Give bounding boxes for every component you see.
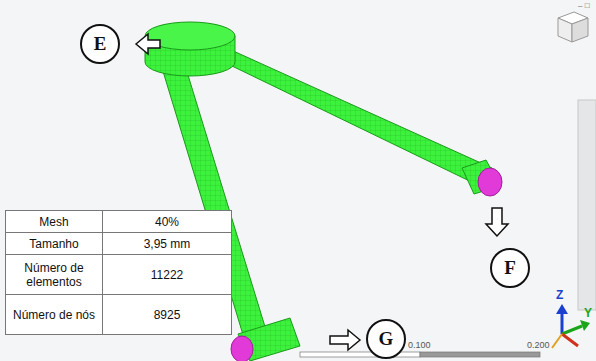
mesh-table: Mesh40%Tamanho3,95 mmNúmero de elementos… xyxy=(5,210,232,335)
axis-label: Z xyxy=(556,288,563,302)
callout-circle: F xyxy=(490,248,530,288)
hub-cylinder xyxy=(145,22,235,76)
callout-arrow xyxy=(136,34,160,54)
table-cell: 11222 xyxy=(103,255,232,295)
axis-label: Y xyxy=(584,306,592,320)
callout-letter: F xyxy=(504,257,516,279)
callout-circle: G xyxy=(366,319,406,359)
upper-arm xyxy=(220,45,492,188)
table-cell: 40% xyxy=(103,211,232,233)
callout-letter: G xyxy=(379,328,394,350)
scale-value: 0.100 xyxy=(408,340,431,350)
svg-text:– □: – □ xyxy=(578,1,590,10)
callout-letter: E xyxy=(94,33,107,55)
toolbar xyxy=(578,100,596,310)
table-cell: 3,95 mm xyxy=(103,233,232,255)
view-cube: – □ xyxy=(558,1,590,42)
scale-value: 0.200 xyxy=(527,340,550,350)
scale-bar xyxy=(300,352,540,357)
g-end-cylinder xyxy=(231,318,300,361)
f-end-cylinder xyxy=(462,160,502,196)
table-cell: Tamanho xyxy=(6,233,103,255)
table-cell: Mesh xyxy=(6,211,103,233)
table-cell: Número de nós xyxy=(6,295,103,335)
callout-arrow xyxy=(330,330,360,350)
callout-circle: E xyxy=(80,24,120,64)
callout-arrow xyxy=(486,208,508,236)
table-cell: 8925 xyxy=(103,295,232,335)
table-cell: Número de elementos xyxy=(6,255,103,295)
